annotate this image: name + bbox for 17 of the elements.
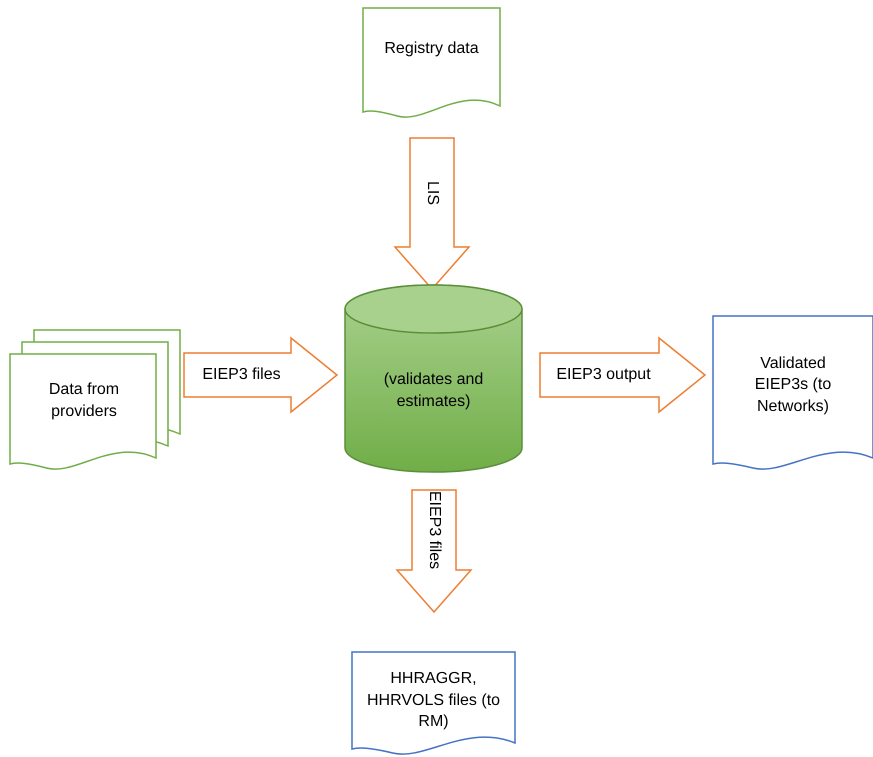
- node-text: HHRAGGR, HHRVOLS files (to RM): [366, 669, 501, 732]
- node-text: Data from providers: [48, 380, 120, 422]
- edge-label: EIEP3 files: [425, 490, 443, 570]
- block-arrow: [395, 489, 473, 614]
- document-shape: [363, 8, 500, 120]
- node-text: (validates and estimates): [382, 370, 484, 412]
- edge-label: LIS: [423, 180, 441, 204]
- document-shape: [352, 652, 515, 757]
- document-shape: [713, 316, 873, 472]
- block-arrow: [539, 336, 706, 414]
- database-cylinder: [345, 285, 522, 472]
- block-arrow: [183, 336, 338, 414]
- edge-label: EIEP3 files: [202, 366, 281, 384]
- node-text: Validated EIEP3s (to Networks): [754, 354, 832, 417]
- node-text: Registry data: [384, 39, 479, 60]
- multiple-documents-shape: [10, 330, 180, 472]
- edge-label: EIEP3 output: [556, 366, 651, 384]
